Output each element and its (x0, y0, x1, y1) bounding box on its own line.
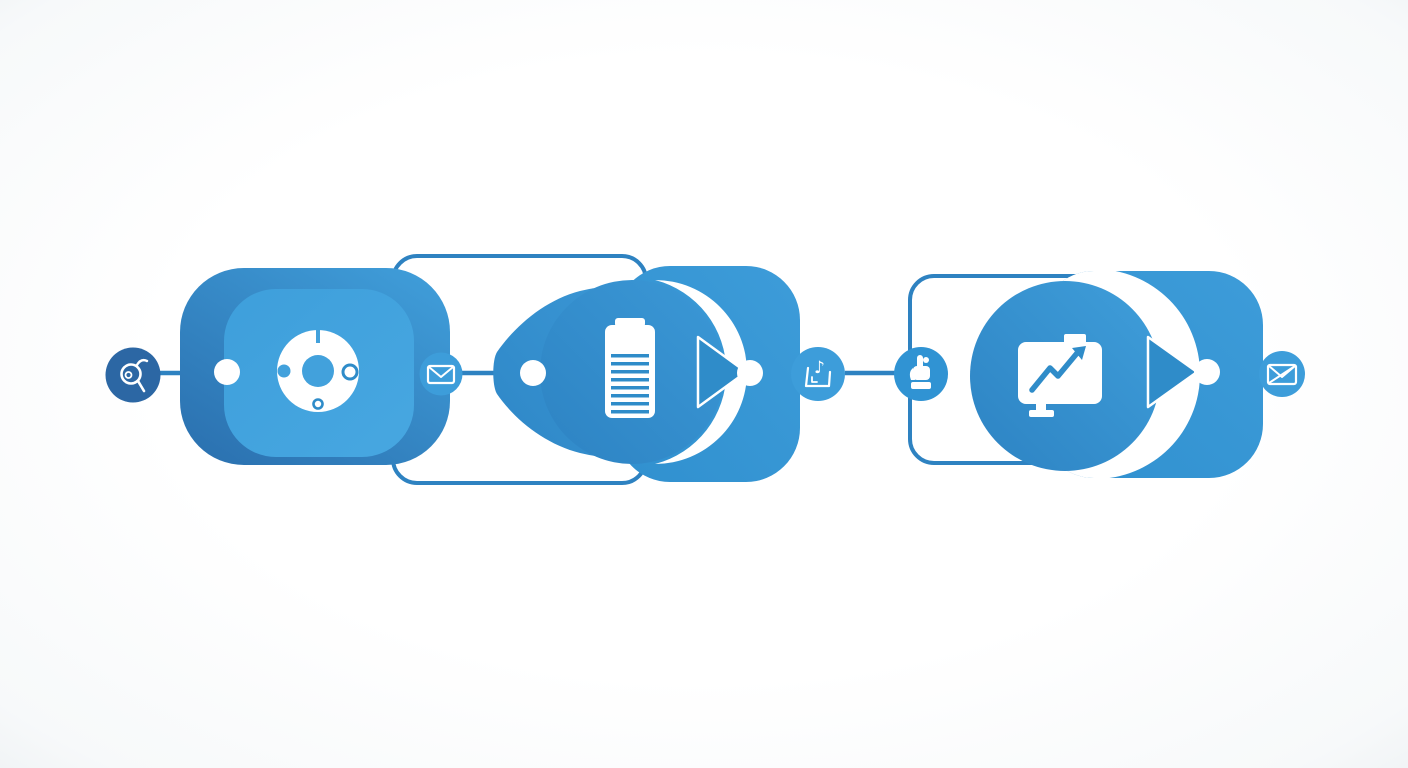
stage-1 (180, 268, 450, 465)
pin-icon (120, 358, 149, 393)
stage-3-arrow-icon (1146, 335, 1199, 409)
node-mail-circle (419, 352, 463, 396)
stage-2-arrow-icon (696, 335, 748, 409)
stage-3-port-dot (1194, 359, 1220, 385)
stage-2-port-dot-right (737, 360, 763, 386)
battery-list-icon (605, 318, 655, 418)
envelope-icon (426, 364, 456, 385)
presentation-chart-icon (1018, 334, 1102, 417)
node-music-box: ♪ (791, 347, 845, 401)
node-mail-crossed (1259, 351, 1305, 397)
music-note-box-icon: ♪ (804, 358, 832, 388)
node-start-circle (105, 347, 161, 403)
stage-2 (493, 266, 800, 482)
stage-3 (970, 271, 1263, 478)
hand-icon (909, 355, 931, 389)
node-music-box-circle (791, 347, 845, 401)
node-start (105, 347, 161, 403)
stage-2-port-dot-left (520, 360, 546, 386)
music-note-glyph: ♪ (814, 358, 825, 378)
envelope-crossed-icon (1266, 363, 1298, 386)
node-hand (894, 347, 948, 401)
stage-2-crescent (655, 280, 747, 464)
stage-1-port-dot (214, 359, 240, 385)
donut-gauge-icon (277, 330, 359, 412)
node-mail (419, 352, 463, 396)
